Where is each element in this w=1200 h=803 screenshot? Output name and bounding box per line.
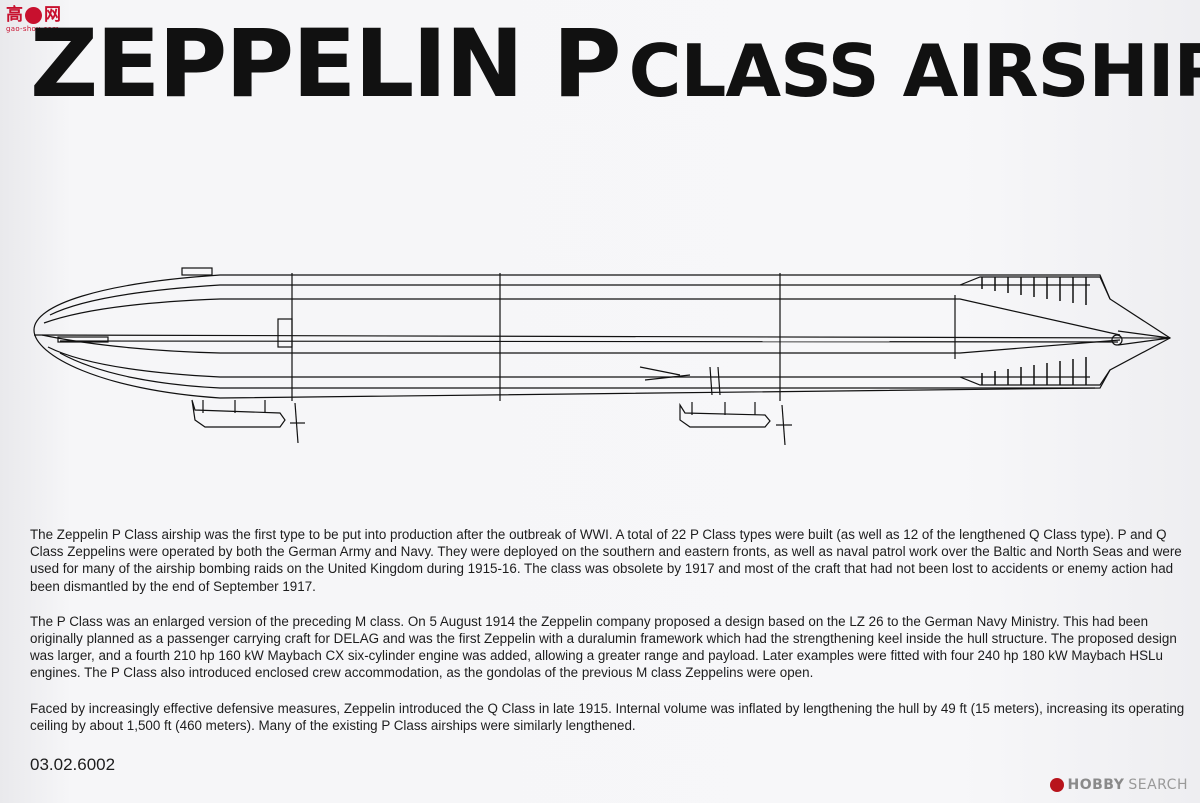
catalog-number: 03.02.6002 xyxy=(30,755,116,774)
watermark-brand: HOBBY xyxy=(1067,777,1125,793)
watermark-char-2: 网 xyxy=(44,5,61,25)
top-platform xyxy=(181,267,213,276)
lower-tail-fin xyxy=(959,369,1111,386)
title-part-2: CLASS AIRSHIP xyxy=(628,29,1200,113)
hobby-search-logo-icon xyxy=(1049,778,1064,792)
hull-line-3 xyxy=(41,334,1121,354)
watermark-char-1: 高 xyxy=(6,5,23,25)
upper-tail-fin xyxy=(959,276,1111,300)
site-watermark-bottom: HOBBY SEARCH xyxy=(1049,777,1189,793)
fin-ribs xyxy=(981,277,1087,385)
page-title: ZEPPELIN P CLASS AIRSHIP xyxy=(30,18,1200,112)
hull-centerline xyxy=(33,334,1171,339)
hull-line-5 xyxy=(59,352,1095,389)
site-watermark-top: 高 网 gao-shou.com xyxy=(6,6,76,40)
watermark-logo: 高 网 xyxy=(6,6,76,24)
rear-gondola xyxy=(679,402,792,446)
paragraph-1: The Zeppelin P Class airship was the fir… xyxy=(30,527,1182,594)
title-part-1: ZEPPELIN P xyxy=(30,10,622,119)
description-text: The Zeppelin P Class airship was the fir… xyxy=(30,526,1190,752)
paragraph-2: The P Class was an enlarged version of t… xyxy=(30,613,1177,681)
front-gondola xyxy=(191,399,305,444)
watermark-badge-icon xyxy=(25,6,42,24)
paragraph-3: Faced by increasingly effective defensiv… xyxy=(30,700,1185,733)
forward-hatch xyxy=(277,318,293,348)
hull-line-1 xyxy=(49,284,1090,316)
front-window xyxy=(57,336,109,343)
hull-line-2 xyxy=(43,298,1121,336)
engine-struts xyxy=(639,366,721,396)
tail-hub xyxy=(1111,334,1123,346)
tail-cone xyxy=(1117,330,1171,346)
hull-line-4 xyxy=(47,346,1090,378)
watermark-url: gao-shou.com xyxy=(6,25,60,33)
airship-side-view-drawing xyxy=(33,267,1172,446)
keel-line xyxy=(59,340,1119,343)
watermark-suffix: SEARCH xyxy=(1128,777,1188,793)
